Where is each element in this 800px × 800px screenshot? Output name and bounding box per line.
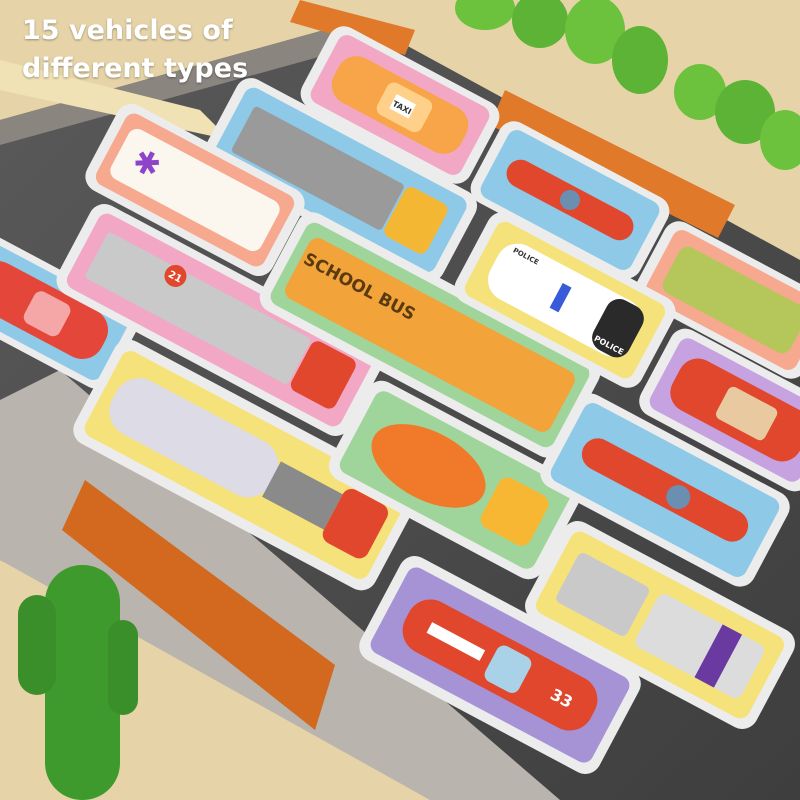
- road-edge: [0, 20, 380, 145]
- curb-bottom: [62, 480, 335, 730]
- fire-truck-cab: [290, 341, 356, 409]
- tow-truck-body: [635, 594, 764, 698]
- military-body: [662, 246, 800, 354]
- tile-cement-mixer: [328, 380, 582, 580]
- tanker-chassis: [262, 461, 343, 530]
- tile-formula-car: [470, 121, 670, 279]
- tow-truck-bed: [556, 553, 649, 636]
- caption-line-2: different types: [22, 53, 249, 84]
- tile-taxi: TAXI: [300, 26, 500, 184]
- cactus-arm-right: [108, 620, 138, 715]
- tile-flatbed-truck: [202, 78, 478, 282]
- fire-truck-badge: [164, 264, 187, 287]
- race-car-cockpit: [666, 485, 691, 510]
- tree: [455, 0, 515, 30]
- curb-mid: [490, 90, 735, 238]
- tree: [715, 80, 775, 144]
- tile-tanker-truck: [73, 339, 417, 591]
- tanker-tank: [109, 378, 279, 498]
- red-car-window: [23, 291, 71, 337]
- trees: [455, 0, 800, 170]
- tree: [612, 26, 668, 94]
- tile-race-car: [540, 393, 790, 587]
- caption: 15 vehicles of different types: [22, 12, 248, 88]
- mixer-cab: [480, 477, 549, 546]
- tile-red-car: [0, 231, 140, 389]
- truck-cab: [384, 187, 448, 254]
- tree: [760, 110, 800, 170]
- taxi-sign: [389, 94, 417, 119]
- tile-military-vehicle: [635, 221, 800, 379]
- cactus-trunk: [45, 565, 120, 800]
- curb-group: [62, 0, 735, 730]
- tile-race-car-33: 33: [359, 556, 641, 774]
- curb-top: [290, 0, 415, 55]
- fire-truck-ladder: [85, 232, 311, 384]
- ambulance-body: [110, 128, 280, 252]
- cactus: [18, 565, 138, 800]
- truck-bed: [232, 106, 404, 230]
- race-33-stripe: [426, 622, 486, 661]
- tile-ambulance: ✱: [85, 103, 305, 277]
- police-lightbar: [549, 282, 572, 313]
- tow-truck-stripe: [694, 624, 743, 688]
- tree: [674, 64, 726, 120]
- police-car-hood: [592, 298, 644, 358]
- race-car-body: [581, 438, 749, 542]
- puzzle-tiles: TAXI ✱: [0, 26, 800, 774]
- caption-line-1: 15 vehicles of: [22, 15, 233, 46]
- convertible-seats: [716, 386, 778, 441]
- ground-stripe: [0, 60, 230, 140]
- mixer-drum: [371, 424, 486, 508]
- sidewalk: [0, 370, 560, 800]
- tile-school-bus: SCHOOL BUS: [259, 212, 601, 458]
- tile-fire-truck: 21: [56, 204, 384, 436]
- tile-convertible: [639, 328, 800, 492]
- tree: [565, 0, 625, 64]
- tile-police-car: POLICE POLICE: [454, 212, 676, 388]
- tree: [512, 0, 568, 48]
- race-33-cockpit: [484, 645, 532, 693]
- bus-body: [285, 238, 575, 432]
- cactus-arm-left: [18, 595, 56, 695]
- tanker-cab: [322, 488, 389, 559]
- formula-car-cockpit: [560, 190, 580, 210]
- tile-tow-truck: [525, 521, 795, 729]
